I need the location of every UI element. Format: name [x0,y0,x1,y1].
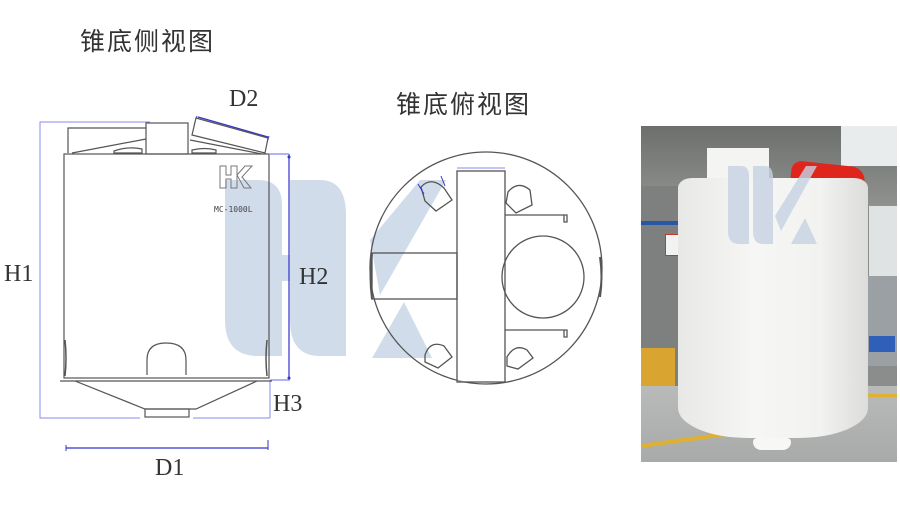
photo-blue-bin [869,336,895,352]
product-photo [641,126,897,462]
dimension-label-h2: H2 [299,264,329,290]
photo-tank-outlet [753,438,791,450]
dimension-label-d2: D2 [229,86,259,112]
dimension-label-h3: H3 [273,391,303,417]
dimension-label-h1: H1 [4,261,34,287]
photo-blue-rack [641,221,681,225]
photo-floor-stripe-right [863,394,897,397]
photo-window-right [869,206,897,276]
top-view-title: 锥底俯视图 [396,90,532,119]
photo-hk-watermark [728,166,817,244]
photo-window [841,126,897,166]
dimension-label-d1: D1 [155,455,185,481]
side-view-title: 锥底侧视图 [80,27,216,56]
tank-logo [215,163,255,193]
tank-model-label: MC-1000L [214,205,253,214]
